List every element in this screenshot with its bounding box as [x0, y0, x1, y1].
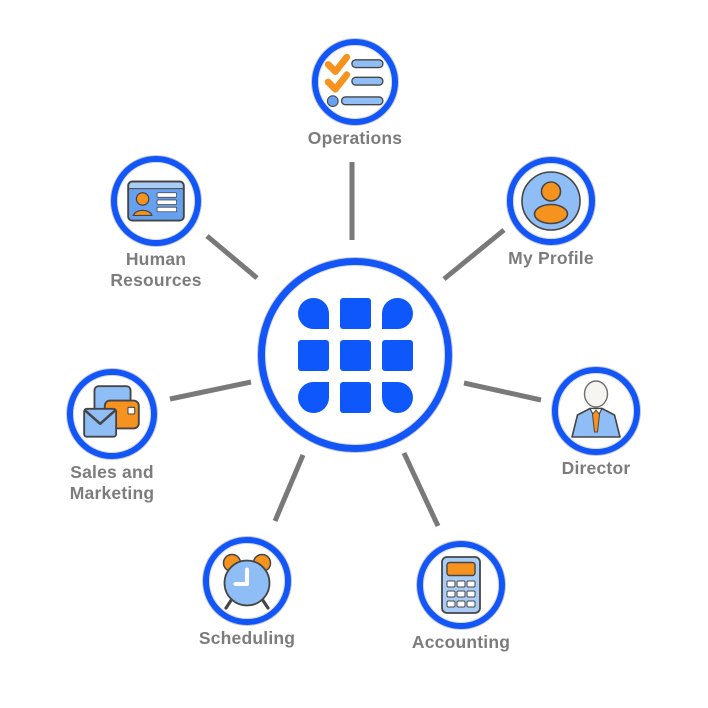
- node-ring-human-resources: [111, 156, 201, 246]
- node-ring-accounting: [417, 541, 505, 629]
- connector-line-my-profile: [442, 228, 506, 281]
- mail-wallet-icon: [83, 385, 140, 438]
- connector-line-director: [463, 380, 542, 403]
- calculator-icon: [441, 556, 481, 614]
- user-circle-icon: [521, 171, 581, 231]
- node-label-scheduling: Scheduling: [198, 628, 296, 648]
- connector-line-sales-marketing: [169, 379, 252, 402]
- connector-line-scheduling: [272, 454, 306, 522]
- checklist-icon: [324, 53, 384, 108]
- director-icon: [571, 380, 621, 438]
- node-label-human-resources: Human Resources: [110, 249, 202, 290]
- alarm-clock-icon: [222, 553, 272, 610]
- connector-line-human-resources: [205, 234, 259, 280]
- node-label-operations: Operations: [307, 128, 403, 148]
- connector-line-accounting: [401, 451, 441, 528]
- hub-node: [258, 258, 452, 452]
- node-ring-scheduling: [203, 537, 291, 625]
- node-label-sales-marketing: Sales and Marketing: [69, 462, 155, 503]
- node-ring-operations: [312, 39, 398, 125]
- app-grid-icon: [297, 297, 413, 413]
- node-label-director: Director: [561, 458, 631, 478]
- node-ring-director: [552, 367, 640, 455]
- node-label-my-profile: My Profile: [508, 248, 594, 268]
- node-ring-sales-marketing: [67, 369, 157, 459]
- id-card-icon: [127, 180, 185, 222]
- node-label-accounting: Accounting: [411, 632, 511, 652]
- node-ring-my-profile: [507, 157, 595, 245]
